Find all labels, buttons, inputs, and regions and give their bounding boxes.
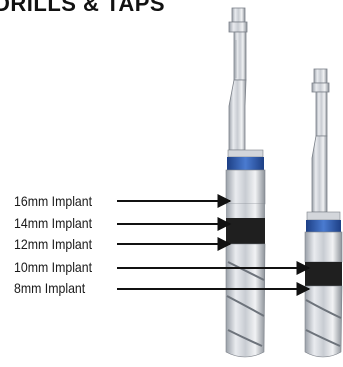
label-12mm: 12mm Implant [14, 236, 92, 252]
drill-tall [226, 8, 265, 357]
depth-mark-10mm [305, 262, 342, 286]
drill-short [305, 69, 342, 357]
label-10mm: 10mm Implant [14, 259, 92, 275]
label-16mm: 16mm Implant [14, 193, 92, 209]
blue-band [306, 220, 341, 232]
label-8mm: 8mm Implant [14, 280, 85, 296]
blue-band [227, 157, 264, 170]
label-14mm: 14mm Implant [14, 215, 92, 231]
depth-mark-12mm [226, 218, 265, 244]
